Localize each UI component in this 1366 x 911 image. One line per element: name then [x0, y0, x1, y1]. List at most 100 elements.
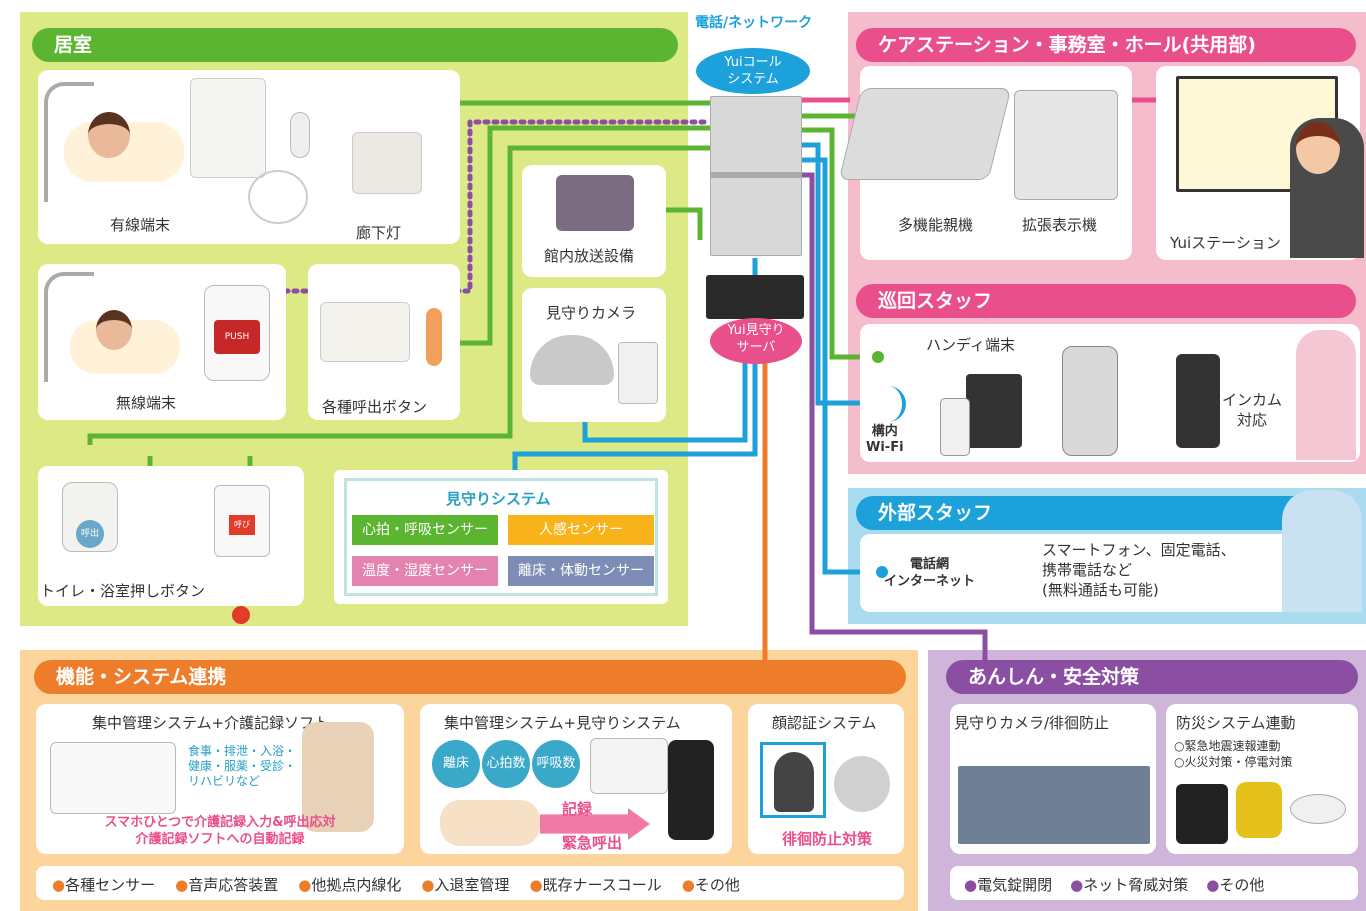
- corridor-label: 廊下灯: [356, 224, 402, 242]
- safety-footer: [950, 866, 1358, 900]
- patient-head-icon: [88, 112, 130, 158]
- wireless-label: 無線端末: [116, 394, 177, 412]
- expand-label: 拡張表示機: [1022, 216, 1098, 234]
- tablet-icon: [966, 374, 1022, 448]
- cube-camera-icon: [618, 342, 658, 404]
- handset-icon: [290, 112, 310, 158]
- bubble-respiration: 呼吸数: [532, 740, 580, 788]
- call-circle-icon: 呼出: [76, 520, 104, 548]
- net-label: 電話網 インターネット: [884, 557, 976, 589]
- care-header: ケアステーション・事務室・ホール(共用部): [856, 28, 1356, 62]
- external-staff-icon: [1282, 490, 1362, 612]
- external-card: [860, 534, 1360, 612]
- patrol-staff-icon: [1296, 330, 1356, 460]
- monitor-frame: [344, 478, 658, 596]
- call-system-bubble: [696, 48, 810, 94]
- footer-item-safety-other: ●その他: [1206, 876, 1265, 894]
- footer-item-sensors: ●各種センサー: [52, 876, 156, 894]
- wifi-icon: [876, 386, 906, 422]
- camera-runner-icon: [958, 766, 1150, 844]
- call-panel-icon: [320, 302, 410, 362]
- safety-box1-title: 見守りカメラ/徘徊防止: [954, 714, 1110, 732]
- handy-terminal-icon: [1062, 346, 1118, 456]
- smartphone-icon: [940, 398, 970, 456]
- green-dot-icon: [872, 351, 884, 363]
- handy-label: ハンディ端末: [926, 336, 1015, 354]
- smoke-detector-icon: [1290, 794, 1346, 824]
- wired-terminal-icon: [190, 78, 266, 178]
- push-button-icon: PUSH: [214, 320, 260, 354]
- station-label: Yuiステーション: [1170, 234, 1281, 252]
- sensor-bed: 離床・体動センサー: [508, 556, 654, 586]
- server-icon: [706, 275, 804, 319]
- unit-divider: [710, 172, 802, 178]
- footer-item-extension: ●他拠点内線化: [298, 876, 402, 894]
- bed-icon-2: [44, 272, 94, 382]
- phone-app-icon: [668, 740, 714, 840]
- patient-head-icon-2: [96, 310, 132, 350]
- function-box2-title: 集中管理システム+見守りシステム: [444, 714, 681, 732]
- alarm-icon: [1236, 782, 1282, 838]
- footer-item-voice: ●音声応答装置: [175, 876, 279, 894]
- function-footer-row: ●各種センサー ●音声応答装置 ●他拠点内線化 ●入退室管理 ●既存ナースコール…: [52, 874, 740, 895]
- monitor-title: 見守りシステム: [446, 490, 551, 508]
- external-header: 外部スタッフ: [856, 496, 1356, 530]
- external-desc: スマートフォン、固定電話、 携帯電話など (無料通話も可能): [1042, 541, 1236, 599]
- toilet-label: トイレ・浴室押しボタン: [40, 582, 206, 600]
- footer-item-other: ●その他: [681, 876, 740, 894]
- call-buttons-label: 各種呼出ボタン: [322, 398, 428, 416]
- room-header: 居室: [32, 28, 678, 62]
- pa-label: 館内放送設備: [544, 247, 635, 265]
- record-label: 記録: [562, 800, 593, 818]
- monitor-window-icon: [590, 738, 668, 794]
- blue-dot-icon: [876, 566, 888, 578]
- server-bubble: [710, 318, 802, 364]
- expand-display-icon: [1014, 90, 1118, 200]
- safety-box2-title: 防災システム連動: [1176, 714, 1296, 732]
- bed-icon: [44, 82, 94, 202]
- network-label: 電話/ネットワーク: [695, 15, 813, 31]
- bubble-leave-bed: 離床: [432, 740, 480, 788]
- function-box1-tags: 食事・排泄・入浴・ 健康・服薬・受診・ リハビリなど: [188, 744, 297, 788]
- wifi-label: 構内 Wi-Fi: [866, 424, 904, 455]
- sensor-temperature: 温度・湿度センサー: [352, 556, 498, 586]
- red-ball-icon: [232, 606, 250, 624]
- security-camera-icon: [834, 756, 890, 812]
- safety-box2-list: ○緊急地震速報連動 ○火災対策・停電対策: [1174, 739, 1293, 769]
- sleeping-person-icon: [440, 800, 540, 846]
- intercom-label: インカム 対応: [1222, 391, 1283, 429]
- pull-cord-icon: [426, 308, 442, 366]
- corridor-light-icon: [352, 132, 422, 194]
- function-box3-title: 顔認証システム: [772, 714, 877, 732]
- cord-icon: [248, 170, 308, 224]
- footer-item-access: ●入退室管理: [421, 876, 510, 894]
- emergency-label: 緊急呼出: [562, 834, 623, 852]
- phone-label: 多機能親機: [898, 216, 974, 234]
- server-label: Yui見守り サーバ: [727, 323, 785, 355]
- sensor-heartbeat: 心拍・呼吸センサー: [352, 515, 498, 545]
- function-header: 機能・システム連携: [34, 660, 906, 694]
- face-silhouette-icon: [774, 752, 814, 812]
- function-box1-title: 集中管理システム+介護記録ソフト: [92, 714, 330, 732]
- call-system-label: Yuiコール システム: [724, 55, 782, 87]
- red-button-icon: 呼び: [229, 515, 255, 535]
- speaker-icon: [556, 175, 634, 231]
- bubble-heart-rate: 心拍数: [482, 740, 530, 788]
- sensor-motion: 人感センサー: [508, 515, 654, 545]
- function-footer: [36, 866, 904, 900]
- intercom-icon: [1176, 354, 1220, 448]
- function-box1-caption: スマホひとつで介護記録入力&呼出応対 介護記録ソフトへの自動記録: [104, 815, 336, 847]
- safety-footer-row: ●電気錠開閉 ●ネット脅威対策 ●その他: [964, 874, 1264, 895]
- smartphone-hand-icon: [302, 722, 374, 832]
- record-screen-icon: [50, 742, 176, 814]
- footer-item-lock: ●電気錠開閉: [964, 876, 1053, 894]
- function-box3-caption: 徘徊防止対策: [782, 830, 873, 848]
- multi-phone-icon: [838, 88, 1012, 180]
- safety-header: あんしん・安全対策: [946, 660, 1358, 694]
- footer-item-net-threat: ●ネット脅威対策: [1070, 876, 1189, 894]
- wired-label: 有線端末: [110, 216, 171, 234]
- camera-label: 見守りカメラ: [546, 304, 637, 322]
- face-scan-icon: [760, 742, 826, 818]
- operator-head-icon: [1296, 122, 1340, 174]
- footer-item-nursecall: ●既存ナースコール: [529, 876, 662, 894]
